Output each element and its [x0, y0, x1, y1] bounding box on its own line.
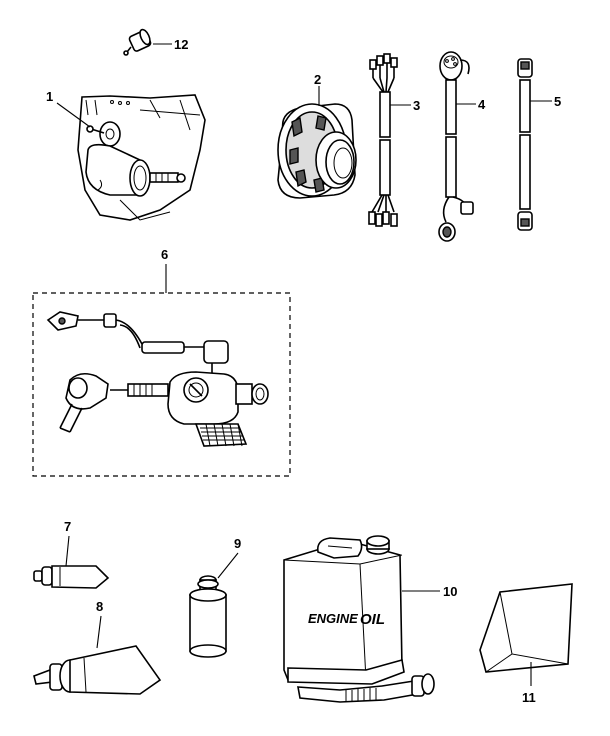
part-3-wire-harness [368, 53, 398, 227]
leader-9 [217, 552, 239, 579]
kit-6-dashed-border [32, 292, 291, 477]
callout-1: 1 [46, 89, 53, 104]
spout-ribs [345, 688, 377, 702]
callout-4: 4 [478, 97, 486, 112]
part-6-kit [46, 311, 269, 447]
part-9-can [189, 575, 227, 658]
part-12-cylinder [123, 28, 152, 56]
callout-6: 6 [161, 247, 168, 262]
callout-9: 9 [234, 536, 241, 551]
callout-3: 3 [413, 98, 420, 113]
leader-8 [96, 615, 102, 649]
callout-7: 7 [64, 519, 71, 534]
jug-label-engine: ENGINE [308, 611, 358, 626]
part-10-oil-jug: ENGINE OIL [283, 535, 435, 703]
part-5-wire-harness [517, 58, 533, 231]
callout-12: 12 [174, 37, 188, 52]
callout-8: 8 [96, 599, 103, 614]
part-1-engine-assembly [77, 94, 206, 221]
pad-hatching [200, 423, 244, 447]
leader-1 [56, 102, 91, 128]
callout-2: 2 [314, 72, 321, 87]
jug-label-oil: OIL [360, 611, 385, 628]
part-11-bag [479, 583, 573, 673]
callout-5: 5 [554, 94, 561, 109]
part-4-wire-harness [438, 51, 474, 242]
callout-10: 10 [443, 584, 457, 599]
part-2-grommet [277, 103, 357, 199]
callout-11: 11 [522, 690, 536, 705]
leader-7 [65, 535, 70, 567]
part-8-tube [33, 645, 162, 695]
part-7-tube [33, 565, 110, 589]
